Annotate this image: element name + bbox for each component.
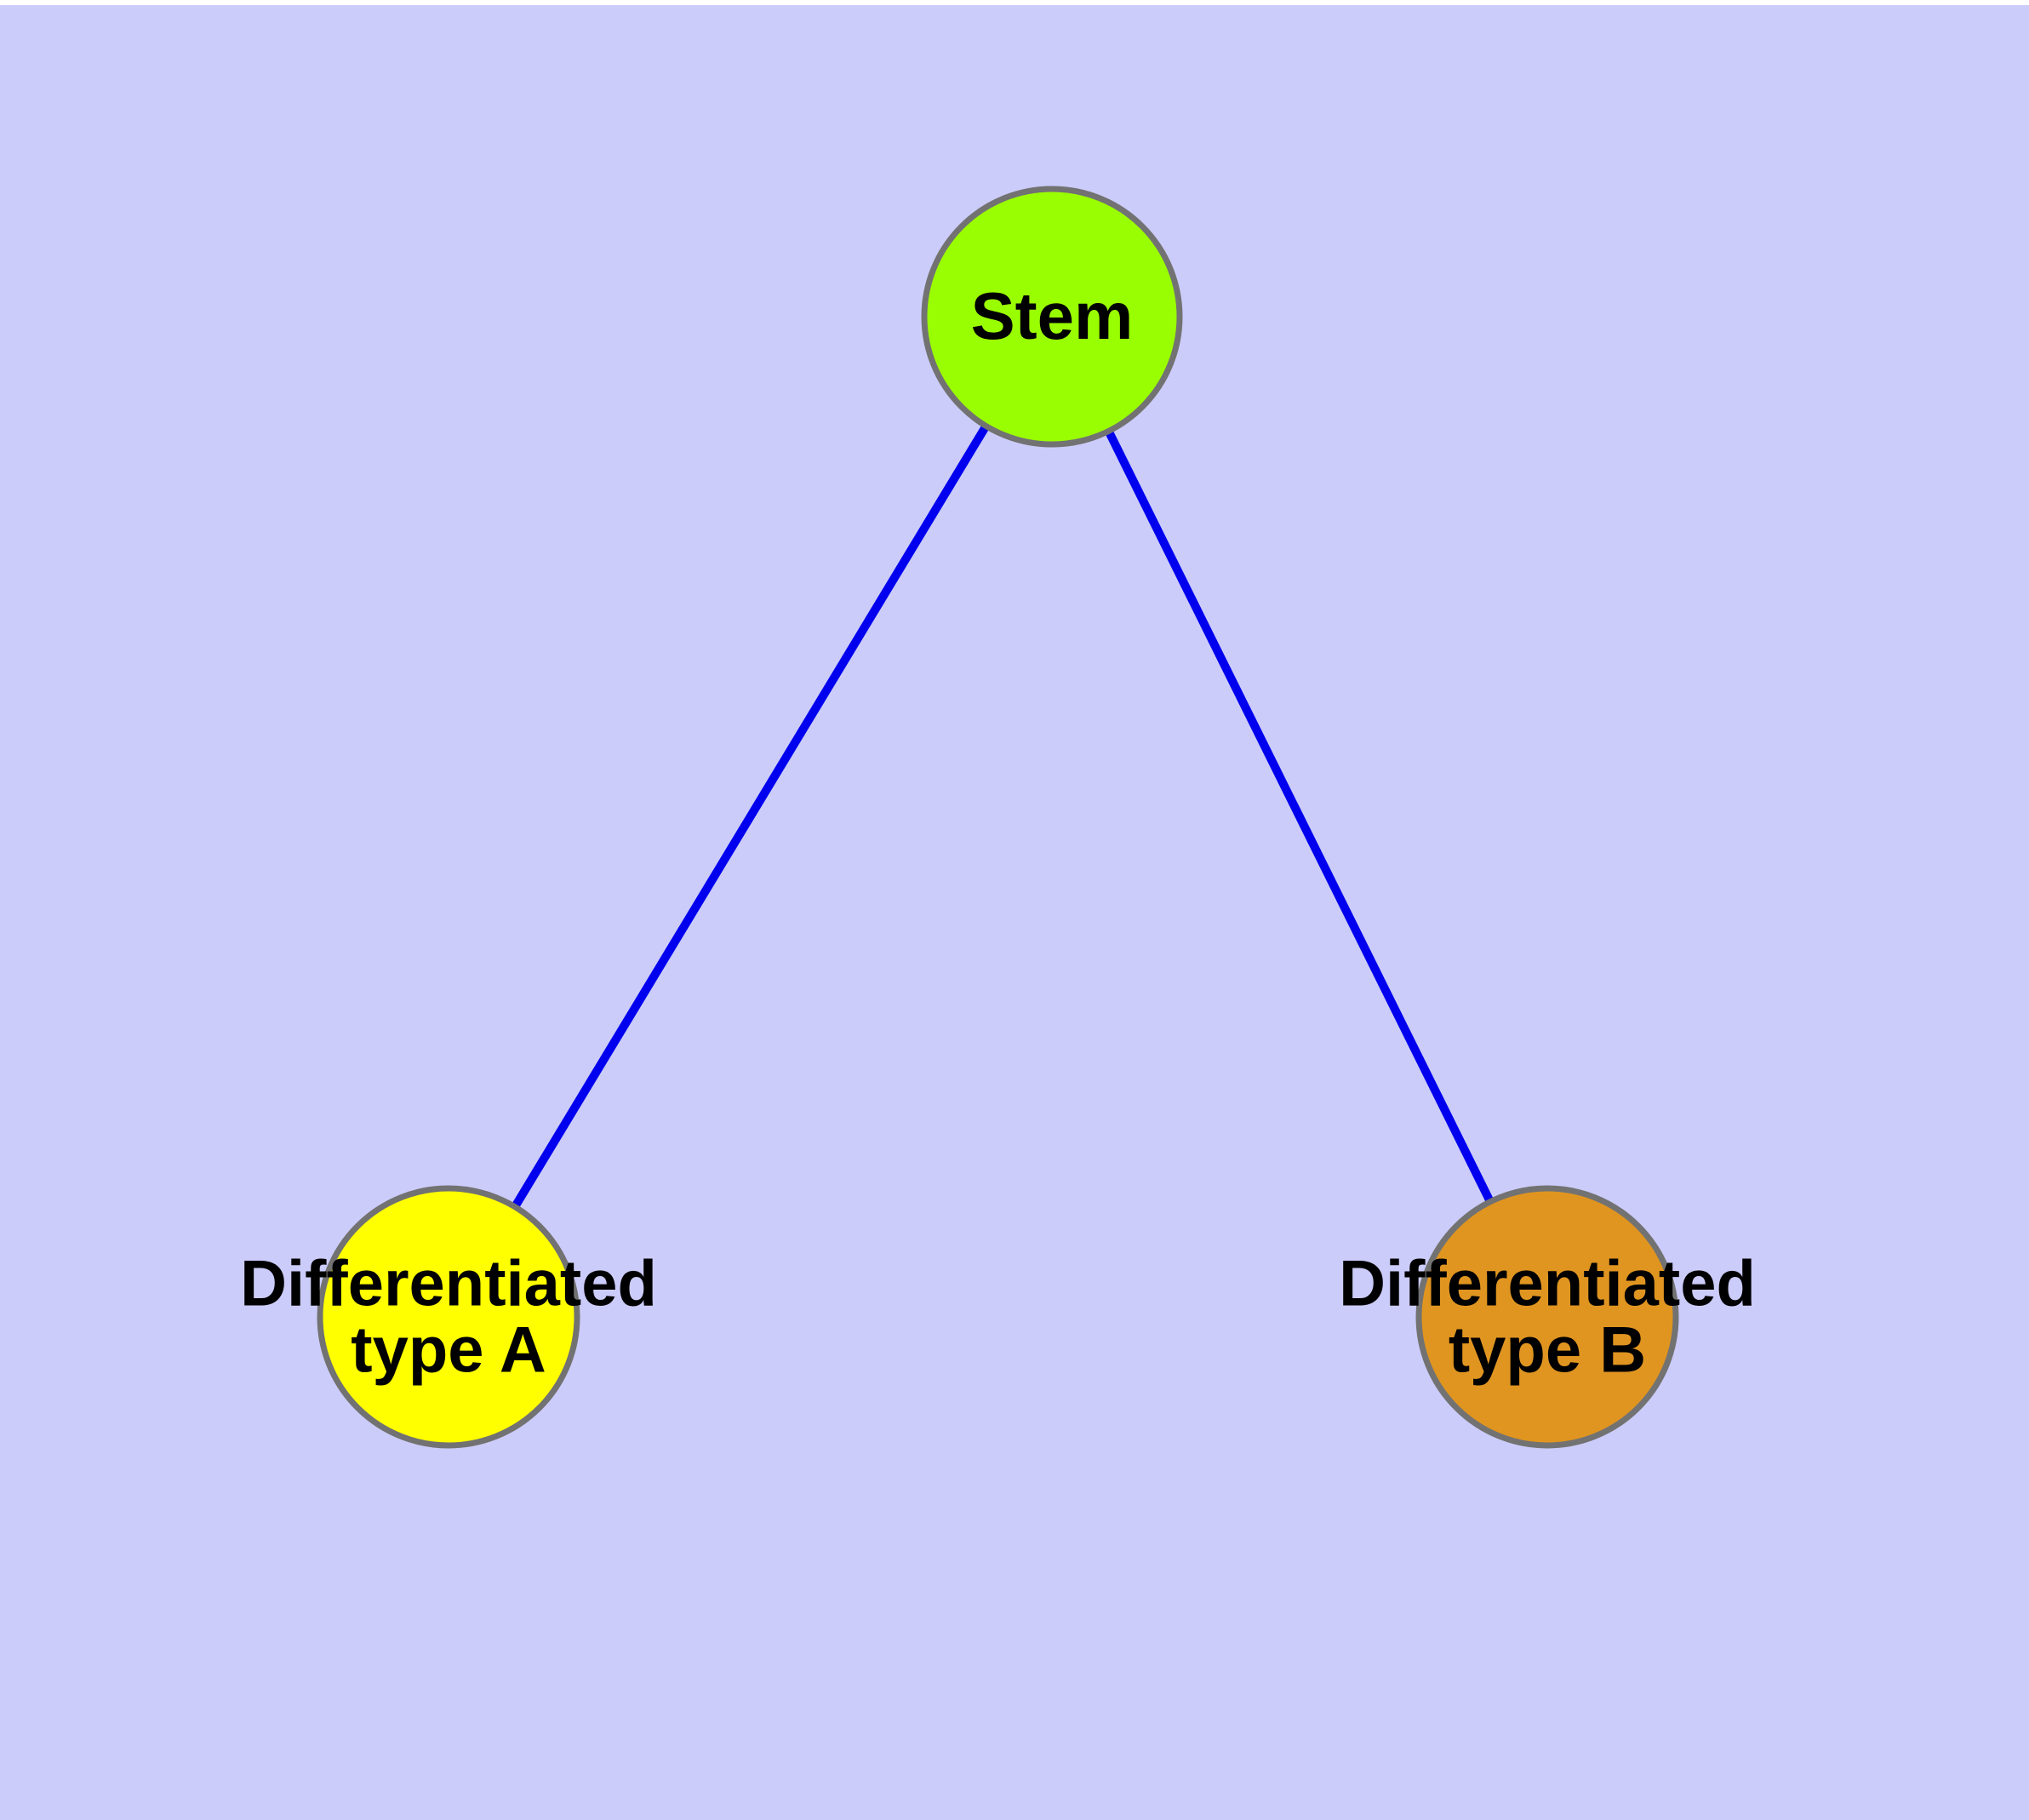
graph-node-diff_b[interactable] xyxy=(1415,1185,1679,1449)
graph-node-diff_a[interactable] xyxy=(317,1185,580,1449)
node-layer xyxy=(317,186,1679,1449)
graph-edge-stem-diff_a xyxy=(511,423,990,1210)
graph-edge-stem-diff_b xyxy=(1105,429,1495,1204)
edge-layer xyxy=(511,423,1495,1210)
graph-node-stem[interactable] xyxy=(921,186,1183,448)
